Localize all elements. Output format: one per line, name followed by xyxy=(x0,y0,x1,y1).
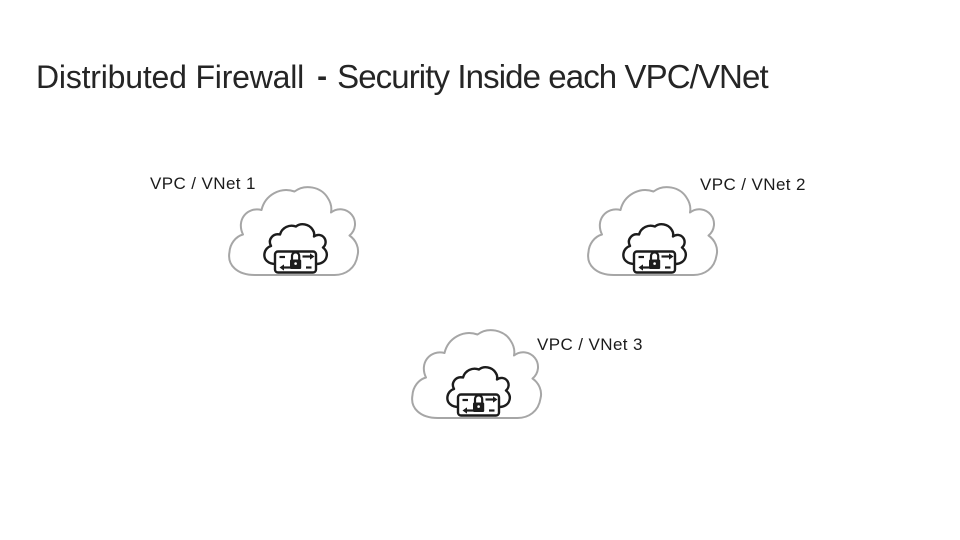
title-part1: Distributed Firewall xyxy=(36,59,305,95)
vpc-vnet-3-label: VPC / VNet 3 xyxy=(537,335,643,354)
vpc-vnet-1-label: VPC / VNet 1 xyxy=(150,174,256,193)
vpc-vnet-2-label: VPC / VNet 2 xyxy=(700,175,806,194)
vpc-cloud-3 xyxy=(410,328,543,420)
slide-title: Distributed Firewall - Security Inside e… xyxy=(36,58,769,96)
title-separator: - xyxy=(317,60,328,93)
vpc-cloud-2 xyxy=(586,185,719,277)
title-part2: Security Inside each VPC/VNet xyxy=(337,58,769,95)
vpc-cloud-1 xyxy=(227,185,360,277)
